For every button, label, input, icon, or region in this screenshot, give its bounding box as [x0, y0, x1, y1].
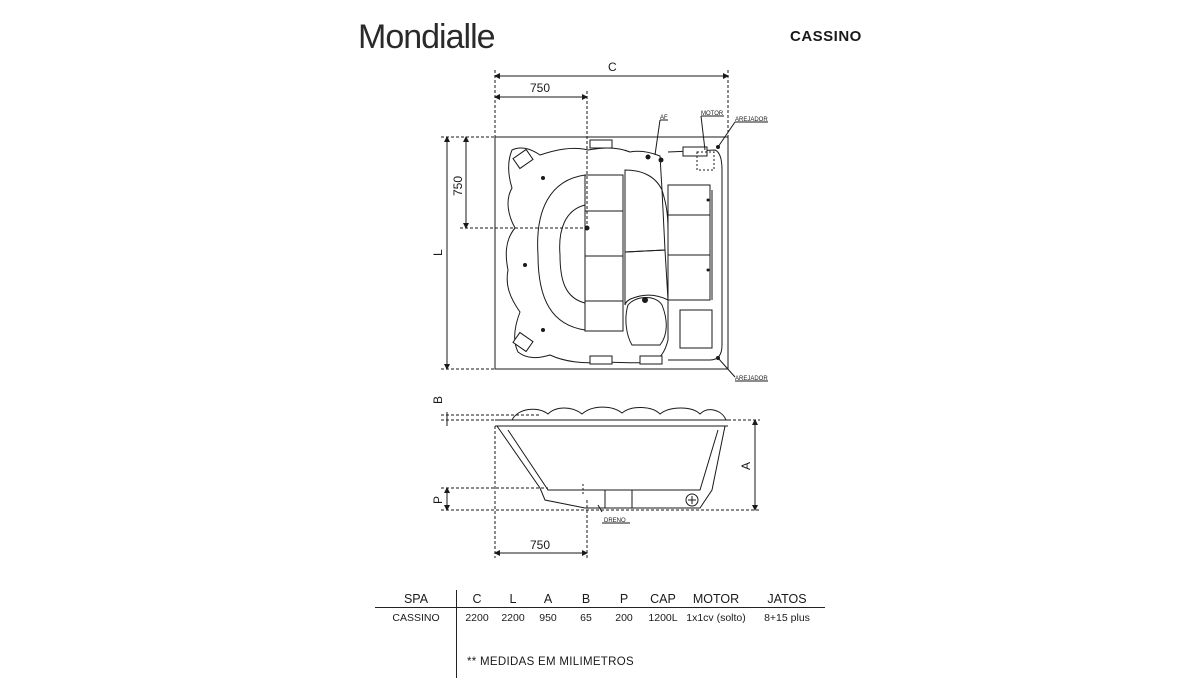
seat-column-2-lower — [624, 249, 669, 306]
jet — [706, 198, 710, 202]
motor-leader — [700, 115, 706, 151]
headrest — [589, 139, 613, 149]
header-a: A — [543, 592, 553, 606]
jets — [523, 145, 720, 360]
units-note: ** MEDIDAS EM MILIMETROS — [467, 656, 634, 668]
jet — [716, 145, 720, 149]
footwell — [625, 297, 667, 346]
jet — [716, 356, 720, 360]
cell-a: 950 — [539, 612, 557, 624]
model-title: CASSINO — [790, 28, 862, 45]
headrest — [639, 355, 663, 365]
spec-table: SPA C L A B P CAP MOTOR JATOS CASSINO 22… — [375, 592, 825, 624]
label-l: L — [431, 249, 445, 256]
arejador-bottom-leader — [717, 357, 736, 378]
header-b: B — [581, 592, 591, 606]
seat-block — [667, 254, 711, 301]
seat-column-2 — [624, 169, 666, 253]
tub-outline-right — [667, 149, 723, 361]
cell-motor: 1x1cv (solto) — [686, 612, 746, 624]
top-view-outline — [494, 136, 729, 370]
callout-dreno: DRENO — [604, 518, 626, 524]
jet — [645, 154, 651, 160]
seat-block — [584, 255, 624, 302]
af-leader — [654, 119, 661, 156]
label-b: B — [431, 396, 445, 404]
seat-block — [679, 309, 713, 349]
label-750-bottom: 750 — [530, 538, 550, 552]
header-p: P — [619, 592, 629, 606]
motor-box — [696, 151, 715, 171]
arejador-top-leader — [717, 121, 736, 148]
callout-arejador-bottom: AREJADOR — [735, 376, 768, 382]
jet — [541, 176, 545, 180]
jet — [706, 268, 710, 272]
cell-jatos: 8+15 plus — [764, 612, 810, 624]
headrest — [512, 148, 534, 170]
side-headrests — [511, 406, 727, 421]
header-jatos: JATOS — [767, 592, 807, 606]
cell-p: 200 — [615, 612, 633, 624]
jet — [658, 157, 664, 163]
seat-block — [584, 300, 624, 332]
cell-l: 2200 — [501, 612, 525, 624]
label-p: P — [431, 496, 445, 504]
cell-spa: CASSINO — [392, 612, 440, 624]
jet — [642, 297, 648, 303]
brand-logo: Mondialle — [358, 18, 496, 56]
header-spa: SPA — [403, 592, 429, 606]
header-motor: MOTOR — [692, 592, 740, 606]
callout-arejador-top: AREJADOR — [735, 117, 768, 123]
headrest — [512, 331, 534, 353]
headrest — [589, 355, 613, 365]
jet — [541, 328, 545, 332]
label-750-top: 750 — [530, 81, 550, 95]
tub-body — [496, 425, 726, 509]
jet — [584, 225, 590, 231]
header-l: L — [509, 592, 517, 606]
cell-c: 2200 — [465, 612, 489, 624]
seat-block — [584, 210, 624, 257]
jet — [523, 263, 527, 267]
cell-cap: 1200L — [648, 612, 678, 624]
seat-block — [667, 214, 711, 256]
drain — [604, 489, 633, 509]
header-c: C — [472, 592, 482, 606]
seat-block — [584, 174, 624, 212]
callout-motor: MOTOR — [701, 111, 724, 117]
lounge-curve-inner — [559, 204, 586, 304]
label-750-side: 750 — [451, 176, 465, 196]
seat-block — [667, 184, 711, 216]
callout-af: AF — [660, 115, 668, 121]
header-cap: CAP — [650, 592, 676, 606]
motor-circle — [685, 493, 699, 507]
cell-b: 65 — [580, 612, 592, 624]
table-divider — [456, 590, 457, 678]
spec-table-header: SPA C L A B P CAP MOTOR JATOS — [375, 592, 825, 608]
dreno-leader — [597, 504, 603, 513]
label-a: A — [739, 462, 753, 470]
tub-inner — [507, 429, 719, 491]
label-c: C — [608, 60, 617, 74]
table-row: CASSINO 2200 2200 950 65 200 1200L 1x1cv… — [375, 608, 825, 624]
headrest — [682, 146, 708, 157]
lounge-curve-outer — [537, 174, 586, 331]
